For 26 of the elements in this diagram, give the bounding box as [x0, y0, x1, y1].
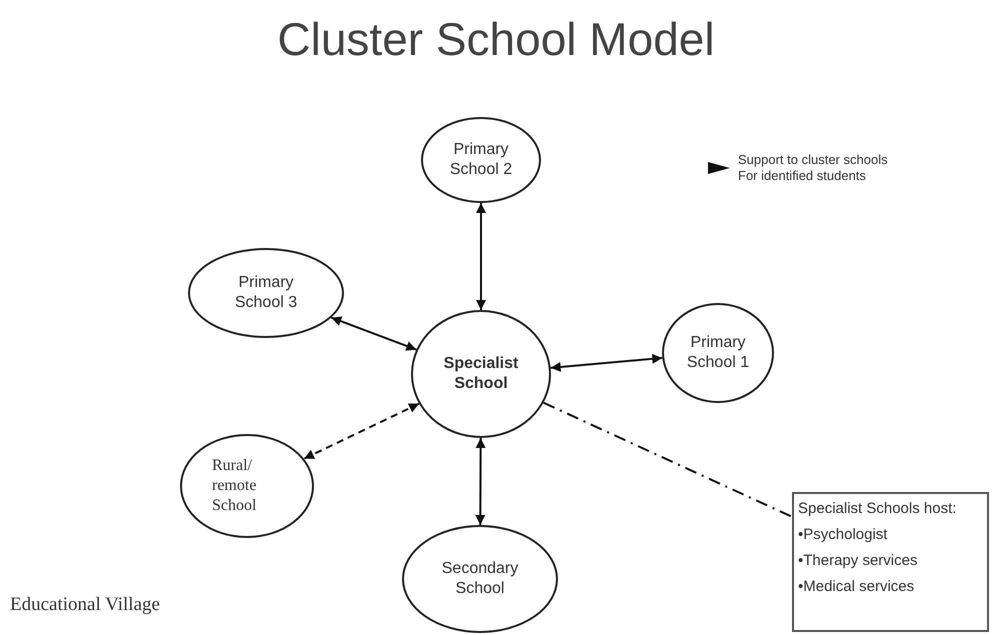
note-box	[792, 492, 989, 632]
note-heading: Specialist Schools host:	[798, 500, 956, 518]
bullet-item: •Medical services	[798, 578, 916, 596]
legend-text: Support to cluster schools For identified students	[738, 152, 889, 184]
caption-text: Educational Village	[10, 594, 160, 616]
double-arrow	[550, 354, 662, 372]
node-label: Specialist School	[442, 354, 520, 394]
node-label: Rural/ remote School	[212, 456, 258, 516]
double-arrow	[476, 203, 486, 310]
school-ellipse	[188, 248, 344, 338]
school-ellipse	[180, 434, 314, 538]
node-label: Primary School 1	[686, 333, 750, 373]
school-ellipse	[662, 303, 774, 403]
diagram-title: Cluster School Model	[276, 12, 716, 66]
school-ellipse	[421, 117, 541, 203]
node-label: Secondary School	[440, 559, 520, 599]
bullet-item: •Therapy services	[798, 552, 918, 570]
school-ellipse	[402, 525, 558, 633]
dash-dot-line	[543, 402, 792, 518]
school-ellipse	[411, 310, 551, 438]
node-label: Primary School 2	[448, 140, 514, 180]
dashed-arrow	[304, 402, 420, 460]
double-arrow	[475, 438, 486, 525]
bullet-item: •Psychologist	[798, 526, 888, 544]
node-label: Primary School 3	[234, 273, 298, 313]
double-arrow	[330, 316, 417, 351]
